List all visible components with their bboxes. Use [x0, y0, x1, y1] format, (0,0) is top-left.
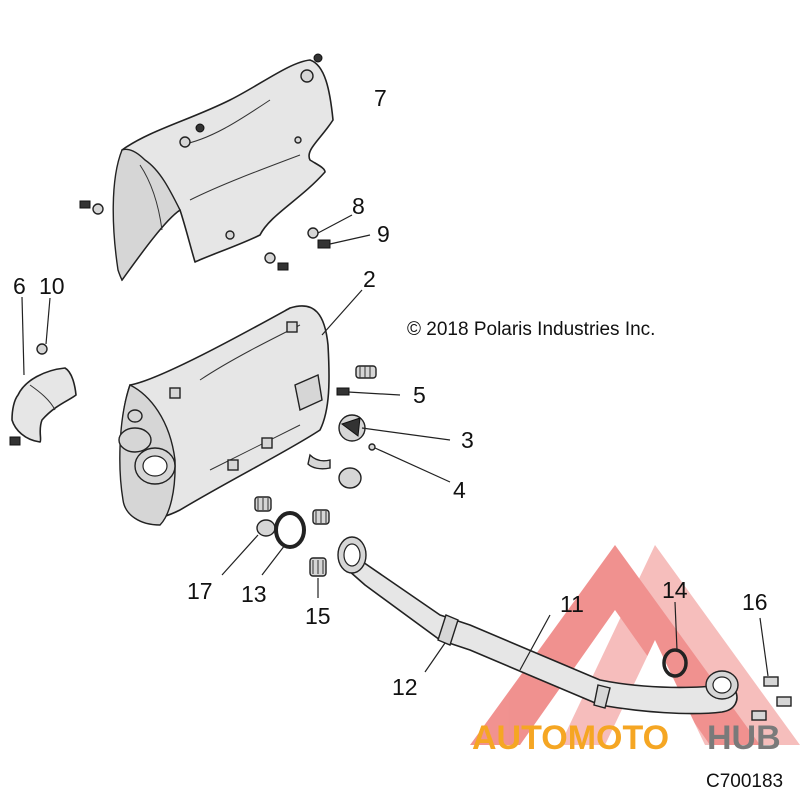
bracket-bolt — [9, 436, 21, 446]
shield-fasteners — [79, 53, 323, 271]
bracket-6 — [11, 367, 77, 443]
callout-8: 8 — [352, 193, 365, 219]
copyright-text: © 2018 Polaris Industries Inc. — [407, 319, 655, 340]
callout-5: 5 — [413, 382, 426, 408]
clip-4 — [368, 443, 376, 451]
hanger-pin — [307, 453, 331, 470]
spring-upper — [254, 496, 272, 512]
callout-13: 13 — [241, 581, 267, 607]
fastener-5 — [336, 387, 350, 396]
spring-15 — [309, 557, 327, 577]
heat-shield — [112, 59, 334, 282]
callout-15: 15 — [305, 603, 331, 629]
watermark-text-orange: AUTOMOTO — [472, 719, 669, 757]
isolator-17 — [256, 519, 276, 537]
callout-2: 2 — [363, 266, 376, 292]
muffler — [118, 305, 330, 526]
watermark-text-gray: HUB — [707, 719, 781, 757]
bolts-16 — [751, 676, 792, 721]
callout-4: 4 — [453, 477, 466, 503]
gasket-13 — [274, 511, 306, 549]
grommet-5 — [355, 365, 377, 379]
head-pipe — [337, 536, 739, 715]
watermark-logo — [470, 545, 800, 745]
callout-3: 3 — [461, 427, 474, 453]
diagram-code: C700183 — [706, 771, 783, 792]
screw-10 — [36, 343, 48, 355]
bolt-9 — [317, 239, 331, 249]
callout-12: 12 — [392, 674, 418, 700]
callout-17: 17 — [187, 578, 213, 604]
callout-11: 11 — [560, 591, 584, 617]
callout-9: 9 — [377, 221, 390, 247]
callout-6: 6 — [13, 273, 26, 299]
callout-16: 16 — [742, 589, 768, 615]
spring-right — [312, 509, 330, 525]
washer-8 — [307, 227, 319, 239]
isolator — [338, 467, 362, 489]
gasket-14 — [662, 648, 688, 678]
callout-14: 14 — [662, 577, 688, 603]
callout-7: 7 — [374, 85, 387, 111]
callout-10: 10 — [39, 273, 65, 299]
